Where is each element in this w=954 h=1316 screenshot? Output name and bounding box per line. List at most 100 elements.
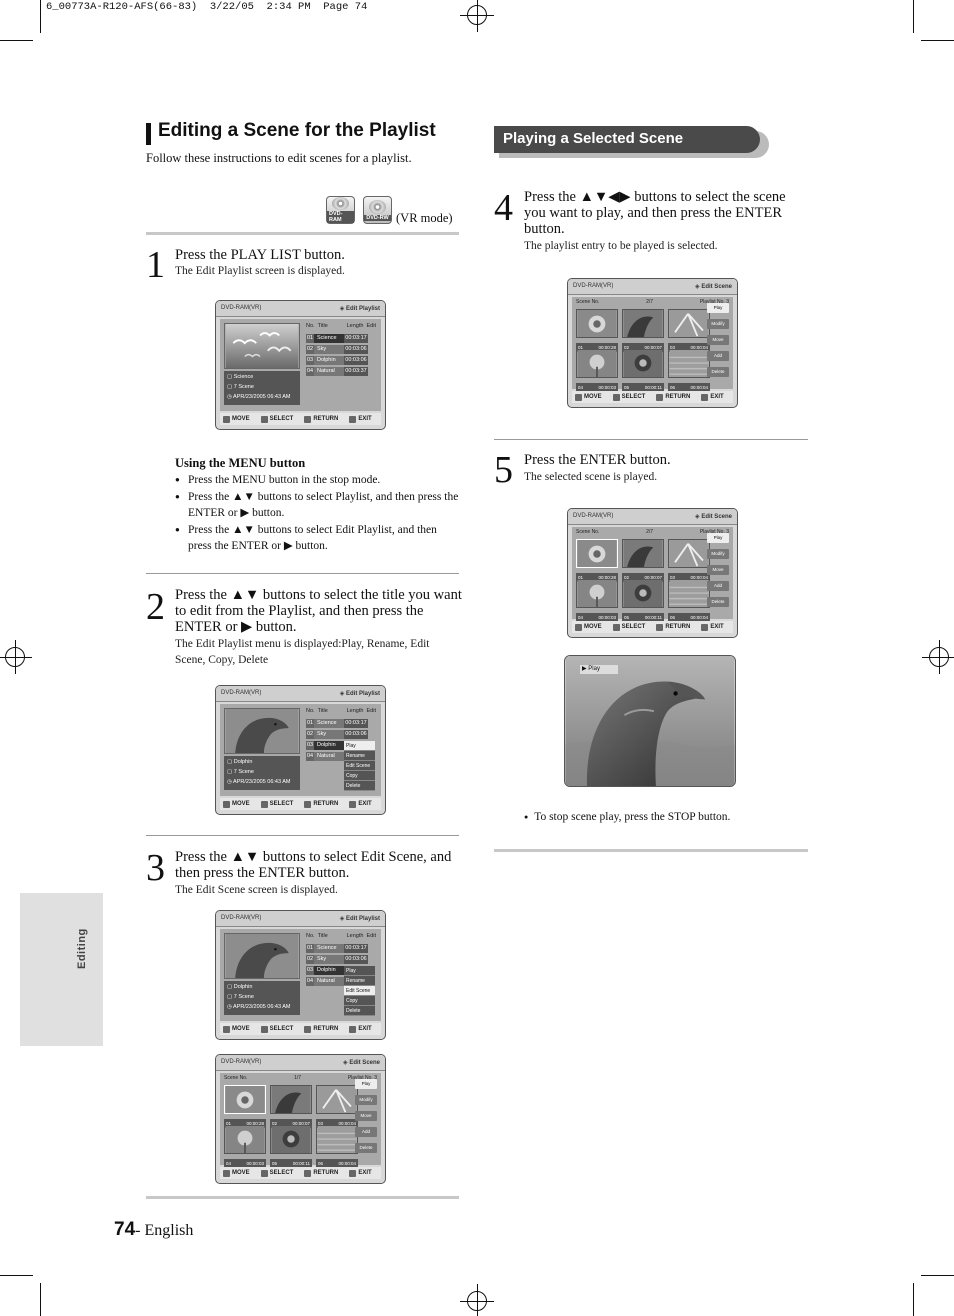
- registration-mark: [460, 1284, 494, 1316]
- step-title: Press the ENTER button.: [524, 452, 671, 468]
- popup-delete[interactable]: Delete: [344, 1006, 375, 1016]
- scene-modify-button[interactable]: Modify: [707, 549, 729, 559]
- divider: [146, 232, 459, 235]
- divider: [494, 439, 808, 440]
- scene-add-button[interactable]: Add: [707, 581, 729, 591]
- scene-move-button[interactable]: Move: [355, 1111, 377, 1121]
- popup-play[interactable]: Play: [344, 741, 375, 751]
- step-title: Press the ▲▼ buttons to select Edit Scen…: [175, 849, 452, 881]
- side-tab: [20, 893, 103, 1046]
- scene-delete-button[interactable]: Delete: [355, 1143, 377, 1153]
- osd-edit-playlist-editscene: DVD-RAM(VR)◈ Edit Playlist ▢ Dolphin ▢ 7…: [215, 910, 386, 1040]
- step-title: Press the PLAY LIST button.: [175, 247, 345, 263]
- step-number: 4: [494, 187, 513, 229]
- dolphin-thumbnail: [224, 933, 300, 979]
- step-number: 3: [146, 847, 165, 889]
- crop-mark: [0, 40, 33, 41]
- step-description: The Edit Playlist menu is displayed:Play…: [175, 638, 430, 666]
- registration-mark: [0, 640, 32, 674]
- registration-mark: [460, 0, 494, 32]
- step-number: 5: [494, 449, 513, 491]
- step-description: The Edit Playlist screen is displayed.: [175, 265, 345, 277]
- scene-delete-button[interactable]: Delete: [707, 367, 729, 377]
- section-header-bar: [494, 126, 760, 153]
- page-footer: 74- English: [114, 1219, 193, 1241]
- divider: [146, 573, 459, 574]
- crop-mark: [913, 0, 914, 33]
- step-description: The selected scene is played.: [524, 471, 658, 483]
- scene-delete-button[interactable]: Delete: [707, 597, 729, 607]
- edit-popup-menu: Play Rename Edit Scene Copy Delete: [344, 966, 375, 1016]
- popup-rename[interactable]: Rename: [344, 976, 375, 986]
- scene-modify-button[interactable]: Modify: [707, 319, 729, 329]
- step-title: Press the ▲▼◀▶ buttons to select the sce…: [524, 189, 786, 237]
- stop-note: To stop scene play, press the STOP butto…: [524, 811, 730, 823]
- bullet-item: Press the ▲▼ buttons to select Playlist,…: [175, 489, 461, 522]
- step-number: 1: [146, 244, 165, 286]
- title-info: ▢ Dolphin ▢ 7 Scene ◷ APR/23/2005 06:43 …: [224, 981, 300, 1015]
- step-number: 2: [146, 586, 165, 628]
- edit-popup-menu: Play Rename Edit Scene Copy Delete: [344, 741, 375, 791]
- dolphin-thumbnail: [224, 708, 300, 754]
- popup-edit-scene[interactable]: Edit Scene: [344, 986, 375, 996]
- play-status-tag: ▶ Play: [580, 665, 618, 674]
- dvd-ram-disc-icon: DVD-RAM: [326, 196, 355, 224]
- popup-copy[interactable]: Copy: [344, 996, 375, 1006]
- osd-edit-playlist: DVD-RAM(VR)◈ Edit Playlist ▢ Science ▢ 7…: [215, 300, 386, 430]
- popup-play[interactable]: Play: [344, 966, 375, 976]
- scene-add-button[interactable]: Add: [707, 351, 729, 361]
- popup-edit-scene[interactable]: Edit Scene: [344, 761, 375, 771]
- scene-play-button[interactable]: Play: [355, 1079, 377, 1089]
- crop-mark: [40, 1283, 41, 1316]
- section-title: Editing a Scene for the Playlist: [158, 120, 436, 141]
- divider: [494, 849, 808, 852]
- scene-add-button[interactable]: Add: [355, 1127, 377, 1137]
- divider: [146, 1196, 459, 1199]
- scene-play-button[interactable]: Play: [707, 303, 729, 313]
- scene-modify-button[interactable]: Modify: [355, 1095, 377, 1105]
- seagull-thumbnail: [224, 323, 300, 369]
- scene-move-button[interactable]: Move: [707, 335, 729, 345]
- scene-play-button[interactable]: Play: [707, 533, 729, 543]
- popup-delete[interactable]: Delete: [344, 781, 375, 791]
- title-info: ▢ Science ▢ 7 Scene ◷ APR/23/2005 06:43 …: [224, 371, 300, 405]
- scene-move-button[interactable]: Move: [707, 565, 729, 575]
- crop-mark: [921, 1275, 954, 1276]
- step-description: The Edit Scene screen is displayed.: [175, 884, 338, 896]
- dvd-rw-disc-icon: DVD-RW: [363, 196, 392, 224]
- crop-mark: [0, 1275, 33, 1276]
- popup-rename[interactable]: Rename: [344, 751, 375, 761]
- popup-copy[interactable]: Copy: [344, 771, 375, 781]
